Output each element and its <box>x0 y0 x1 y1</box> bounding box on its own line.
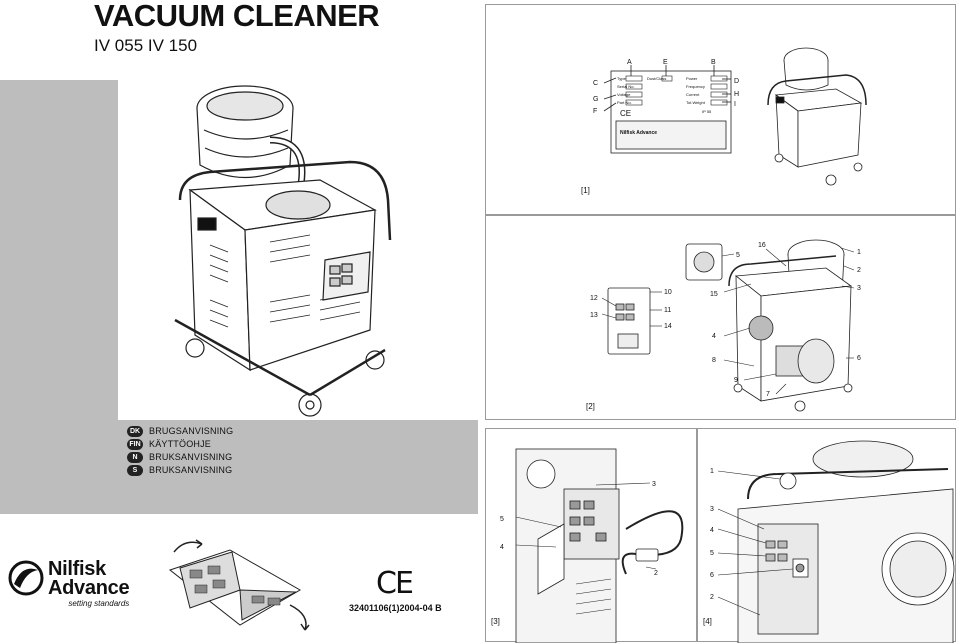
brand-tagline: setting standards <box>68 599 130 608</box>
callout-2: 2 <box>710 594 714 601</box>
callout-3: 3 <box>652 481 656 488</box>
callout-5: 5 <box>500 516 504 523</box>
gray-side-strip <box>0 80 118 420</box>
figure-2-label: [2] <box>586 402 595 411</box>
figure-2-panel: 5 16 1 2 3 12 10 15 13 11 14 4 8 6 9 7 [… <box>485 215 956 420</box>
figure-4-label: [4] <box>703 617 712 626</box>
figure-4-panel: 1 3 4 5 6 2 [4] <box>697 428 956 643</box>
callout-3: 3 <box>710 506 714 513</box>
language-label: BRUGSANVISNING <box>149 426 234 437</box>
callout-8: 8 <box>712 357 716 364</box>
callout-11: 11 <box>664 307 671 314</box>
callout-10: 10 <box>664 289 672 296</box>
plate-weight-label: Tot.Weight <box>686 100 706 105</box>
callout-4: 4 <box>712 333 716 340</box>
callout-2: 2 <box>654 570 658 577</box>
callout-6: 6 <box>710 572 714 579</box>
callout-4: 4 <box>500 544 504 551</box>
callout-14: 14 <box>664 323 672 330</box>
callout-15: 15 <box>710 291 718 298</box>
plate-current-label: Current <box>686 92 700 97</box>
language-item-n: N BRUKSANVISNING <box>127 451 233 464</box>
callout-16: 16 <box>758 242 766 249</box>
nilfisk-swoosh-icon <box>8 560 44 596</box>
callout-9: 9 <box>734 377 738 384</box>
figure1-letter-g: G <box>593 96 598 103</box>
callout-6: 6 <box>857 355 861 362</box>
callout-5: 5 <box>736 252 740 259</box>
language-label: BRUKSANVISNING <box>149 465 233 476</box>
document-number: 32401106(1)2004-04 B <box>349 603 442 613</box>
figure1-letter-i: I <box>734 101 736 108</box>
plate-power-label: Power <box>686 76 698 81</box>
ce-mark: CE <box>376 566 414 601</box>
language-list: DK BRUGSANVISNING FIN KÄYTTÖOHJE N BRUKS… <box>127 425 233 477</box>
language-code-badge: DK <box>127 425 143 437</box>
callout-13: 13 <box>590 312 598 319</box>
nilfisk-logo: Nilfisk Advance setting standards <box>8 558 130 608</box>
model-subtitle: IV 055 IV 150 <box>94 36 198 55</box>
language-item-fin: FIN KÄYTTÖOHJE <box>127 438 233 451</box>
open-manual-illustration <box>168 539 310 631</box>
callout-7: 7 <box>766 391 770 398</box>
language-band <box>0 420 478 514</box>
plate-dustclass-label: Dust/Class <box>647 76 666 81</box>
rating-plate-diagram: Type Dust/Class Power Serial No. Frequen… <box>593 47 867 186</box>
plate-voltage-label: Voltage <box>617 92 631 97</box>
figure1-letter-d: D <box>734 78 739 85</box>
figure-1-panel: Type Dust/Class Power Serial No. Frequen… <box>485 4 956 215</box>
language-item-s: S BRUKSANVISNING <box>127 464 233 477</box>
plate-type-label: Type <box>617 76 626 81</box>
callout-4: 4 <box>710 527 714 534</box>
callout-5: 5 <box>710 550 714 557</box>
figure1-letter-h: H <box>734 91 739 98</box>
plate-part-label: Part No. <box>617 100 632 105</box>
components-diagram: 5 16 1 2 3 12 10 15 13 11 14 4 8 6 9 7 <box>590 239 861 412</box>
figure-1-label: [1] <box>581 186 590 195</box>
language-code-badge: FIN <box>127 438 143 450</box>
language-label: KÄYTTÖOHJE <box>149 439 212 450</box>
vacuum-cleaner-illustration <box>174 85 392 417</box>
callout-3: 3 <box>857 285 861 292</box>
language-label: BRUKSANVISNING <box>149 452 233 463</box>
language-code-badge: N <box>127 451 143 463</box>
brand-name-line1: Nilfisk <box>48 558 106 580</box>
plate-ce-mark: CE <box>620 109 631 118</box>
callout-1: 1 <box>710 468 714 475</box>
language-item-dk: DK BRUGSANVISNING <box>127 425 233 438</box>
electrical-cabinet-diagram: 3 5 4 2 <box>500 448 684 643</box>
figure-3-panel: 3 5 4 2 [3] <box>485 428 697 643</box>
figure1-letter-e: E <box>663 59 668 66</box>
document-title: VACUUM CLEANER <box>94 0 380 33</box>
brand-name-line2: Advance <box>48 577 130 599</box>
callout-2: 2 <box>857 267 861 274</box>
control-panel-diagram: 1 3 4 5 6 2 <box>710 440 955 643</box>
figure1-letter-c: C <box>593 80 598 87</box>
figure1-letter-a: A <box>627 59 632 66</box>
callout-12: 12 <box>590 295 598 302</box>
figure-3-label: [3] <box>491 617 500 626</box>
plate-brand-label: Nilfisk Advance <box>620 130 657 136</box>
callout-1: 1 <box>857 249 861 256</box>
figure1-letter-b: B <box>711 59 716 66</box>
plate-frequency-label: Frequency <box>686 84 705 89</box>
plate-ip-label: IP 55 <box>702 109 712 114</box>
figure1-letter-f: F <box>593 108 597 115</box>
language-code-badge: S <box>127 464 143 476</box>
plate-serial-label: Serial No. <box>617 84 635 89</box>
